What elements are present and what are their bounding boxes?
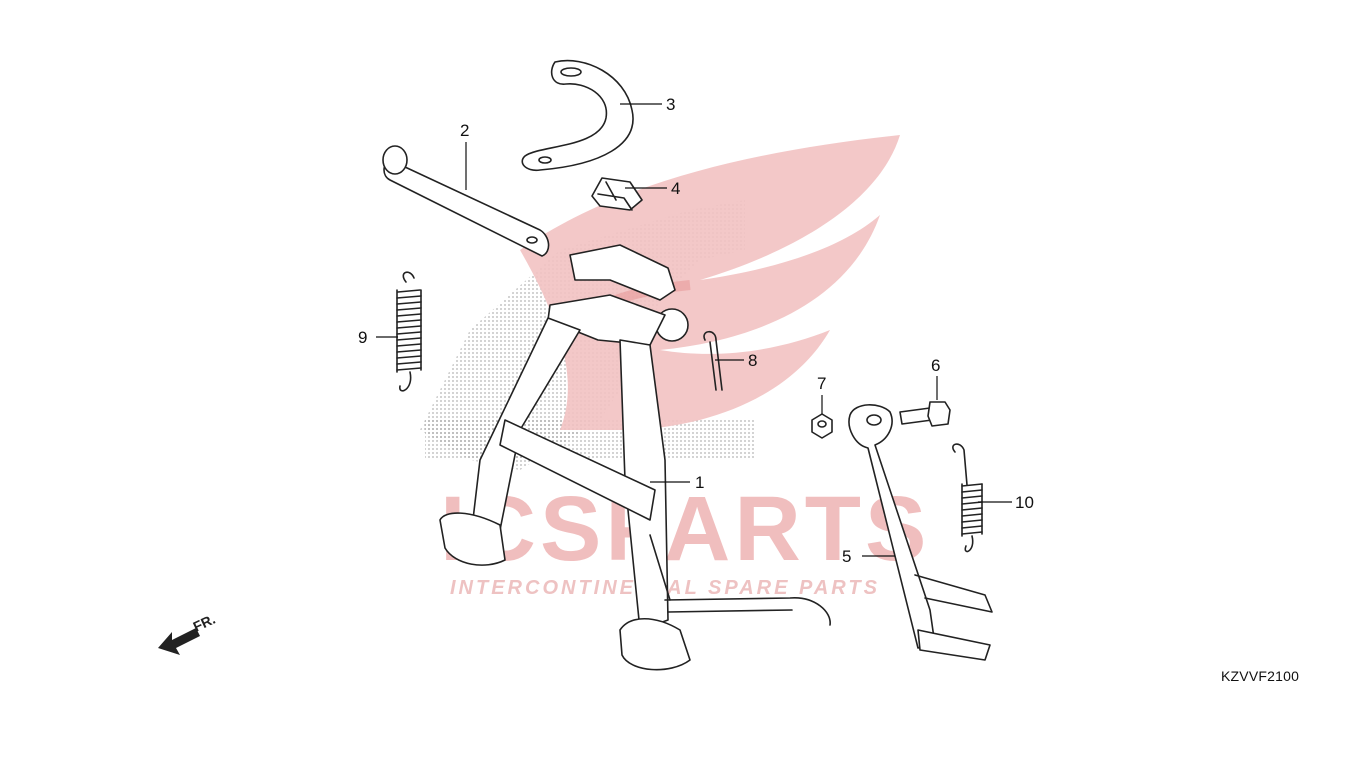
part-6-bolt (899, 401, 951, 427)
part-8-cotter-pin (703, 330, 723, 391)
callout-7: 7 (817, 374, 826, 393)
callout-1: 1 (695, 473, 704, 492)
callout-2: 2 (460, 121, 469, 140)
callout-4: 4 (671, 179, 680, 198)
callout-10: 10 (1015, 493, 1034, 512)
part-9-spring (396, 271, 422, 392)
leader-lines (376, 103, 1012, 557)
callout-5: 5 (842, 547, 851, 566)
front-direction-marker: FR. (158, 611, 218, 655)
front-arrow-icon (158, 628, 200, 655)
front-label: FR. (191, 611, 218, 635)
part-1-main-stand (439, 244, 831, 671)
watermark-wing-logo (520, 135, 900, 430)
part-10-spring (952, 443, 983, 553)
callout-3: 3 (666, 95, 675, 114)
part-5-side-stand (848, 404, 993, 661)
part-3-plate (521, 59, 634, 172)
watermark-brand: ICSPARTS (440, 478, 930, 580)
callout-6: 6 (931, 356, 940, 375)
part-7-nut (811, 413, 833, 439)
callout-8: 8 (748, 351, 757, 370)
diagram-code: KZVVF2100 (1221, 668, 1300, 684)
callouts: 1 2 3 4 5 6 7 8 9 10 (358, 95, 1034, 566)
part-4-clip (591, 177, 643, 211)
part-2-pin (382, 145, 550, 257)
callout-9: 9 (358, 328, 367, 347)
